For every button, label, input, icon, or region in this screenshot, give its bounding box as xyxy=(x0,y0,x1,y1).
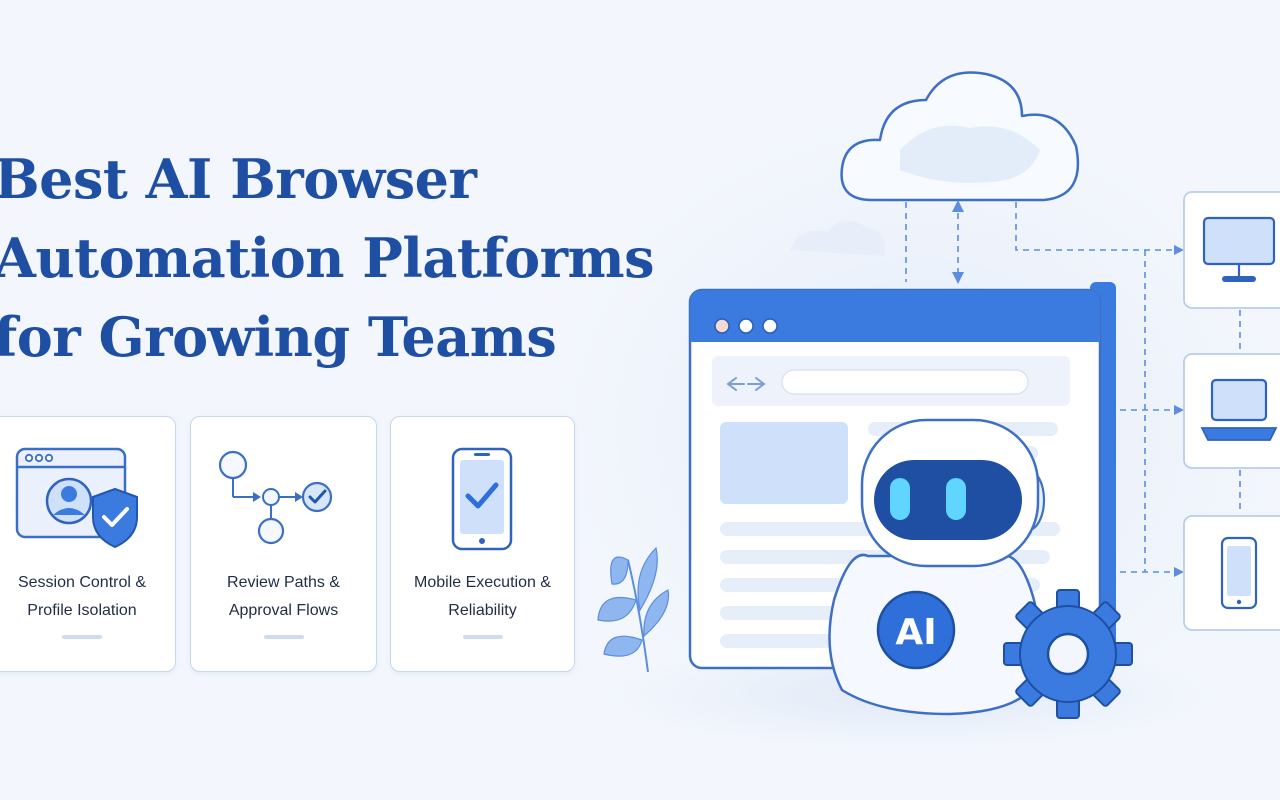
laptop-icon xyxy=(1200,378,1278,441)
laptop-panel xyxy=(1183,353,1280,469)
card-label-line-1: Mobile Execution & xyxy=(414,574,551,591)
feature-card-session-control: Session Control & Profile Isolation xyxy=(0,416,176,672)
card-label-line-1: Session Control & xyxy=(17,574,147,591)
card-label-line-2: Reliability xyxy=(448,602,517,619)
connector-lines xyxy=(905,202,1241,573)
card-label: Review Paths & Approval Flows xyxy=(191,569,376,625)
feature-card-review-paths: Review Paths & Approval Flows xyxy=(190,416,377,672)
card-label-line-1: Review Paths & xyxy=(227,574,340,591)
card-label: Mobile Execution & Reliability xyxy=(391,569,574,625)
browser-profile-shield-icon xyxy=(15,447,138,549)
title-line-1: Best AI Browser xyxy=(0,147,477,211)
title-line-2: Automation Platforms xyxy=(0,226,655,290)
cloud-icon xyxy=(840,71,1080,202)
title-line-3: for Growing Teams xyxy=(0,305,557,369)
window-dot-icon xyxy=(714,318,730,334)
page-title: Best AI Browser Automation Platforms for… xyxy=(0,140,655,377)
desktop-monitor-icon xyxy=(1202,216,1276,282)
gear-icon xyxy=(1003,589,1133,719)
smartphone-panel xyxy=(1183,515,1280,631)
window-dot-icon xyxy=(762,318,778,334)
card-label: Session Control & Profile Isolation xyxy=(0,569,175,625)
feature-card-mobile-execution: Mobile Execution & Reliability xyxy=(390,416,575,672)
card-divider xyxy=(62,635,102,639)
desktop-monitor-panel xyxy=(1183,191,1280,309)
smartphone-check-icon xyxy=(451,447,513,551)
plant-icon xyxy=(597,546,670,673)
connector-arrows xyxy=(952,200,1184,577)
card-divider xyxy=(263,635,304,639)
card-label-line-2: Approval Flows xyxy=(228,602,339,619)
background-cloud-icon xyxy=(790,220,886,256)
card-divider xyxy=(462,635,503,639)
smartphone-icon xyxy=(1220,536,1258,610)
robot-icon xyxy=(828,418,1046,716)
back-arrow-icon xyxy=(726,377,745,391)
window-dot-icon xyxy=(738,318,754,334)
workflow-nodes-icon xyxy=(218,450,333,545)
card-label-line-2: Profile Isolation xyxy=(27,602,137,619)
robot-badge-label: AI xyxy=(895,612,936,653)
forward-arrow-icon xyxy=(747,377,766,391)
